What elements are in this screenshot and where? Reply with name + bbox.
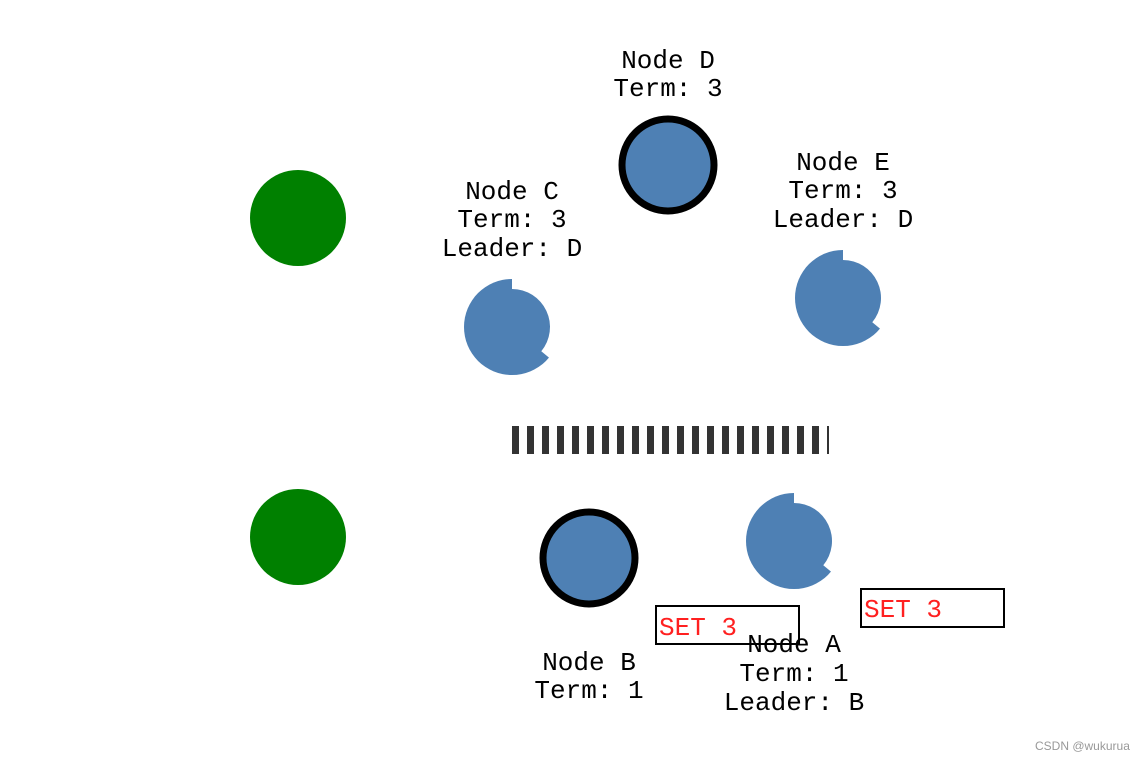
- node-circle[interactable]: [464, 279, 560, 375]
- partition-dash: [557, 426, 564, 454]
- partition-dash: [602, 426, 609, 454]
- node-name-label: Node E: [796, 148, 890, 178]
- network-partition: [512, 426, 829, 454]
- partition-dash: [707, 426, 714, 454]
- timeout-arc: [794, 491, 844, 573]
- node-term-label: Term: 1: [739, 659, 848, 689]
- message-text: SET 3: [659, 613, 737, 643]
- client-circle[interactable]: [250, 170, 346, 266]
- timeout-arc: [843, 248, 893, 330]
- partition-dash: [812, 426, 819, 454]
- partition-dash: [737, 426, 744, 454]
- partition-dash: [647, 426, 654, 454]
- partition-dash: [527, 426, 534, 454]
- node-term-label: Term: 3: [457, 205, 566, 235]
- node-leader-label: Leader: D: [773, 205, 913, 235]
- message-box-2: SET 3: [860, 588, 1005, 628]
- partition-dash: [677, 426, 684, 454]
- partition-dash: [782, 426, 789, 454]
- partition-dash: [827, 426, 829, 454]
- node-name-label: Node C: [465, 177, 559, 207]
- node-term-label: Term: 3: [613, 74, 722, 104]
- partition-dash: [587, 426, 594, 454]
- node-term-label: Term: 1: [534, 676, 643, 706]
- partition-dash: [767, 426, 774, 454]
- node-name-label: Node B: [542, 648, 636, 678]
- node-circle[interactable]: [746, 493, 842, 589]
- partition-dash: [617, 426, 624, 454]
- node-name-label: Node D: [621, 46, 715, 76]
- partition-dash: [542, 426, 549, 454]
- node-term-label: Term: 3: [788, 176, 897, 206]
- watermark: CSDN @wukurua: [1035, 739, 1130, 753]
- partition-dash: [752, 426, 759, 454]
- message-text: SET 3: [864, 595, 942, 625]
- partition-dash: [512, 426, 519, 454]
- message-box-1: SET 3: [655, 605, 800, 645]
- node-circle[interactable]: [539, 508, 639, 608]
- node-circle[interactable]: [795, 250, 891, 346]
- partition-dash: [662, 426, 669, 454]
- node-circle[interactable]: [618, 115, 718, 215]
- partition-dash: [722, 426, 729, 454]
- node-leader-label: Leader: D: [442, 234, 582, 264]
- partition-dash: [632, 426, 639, 454]
- partition-dash: [572, 426, 579, 454]
- timeout-arc: [512, 277, 562, 359]
- partition-dash: [797, 426, 804, 454]
- client-circle[interactable]: [250, 489, 346, 585]
- node-leader-label: Leader: B: [724, 688, 864, 718]
- partition-dash: [692, 426, 699, 454]
